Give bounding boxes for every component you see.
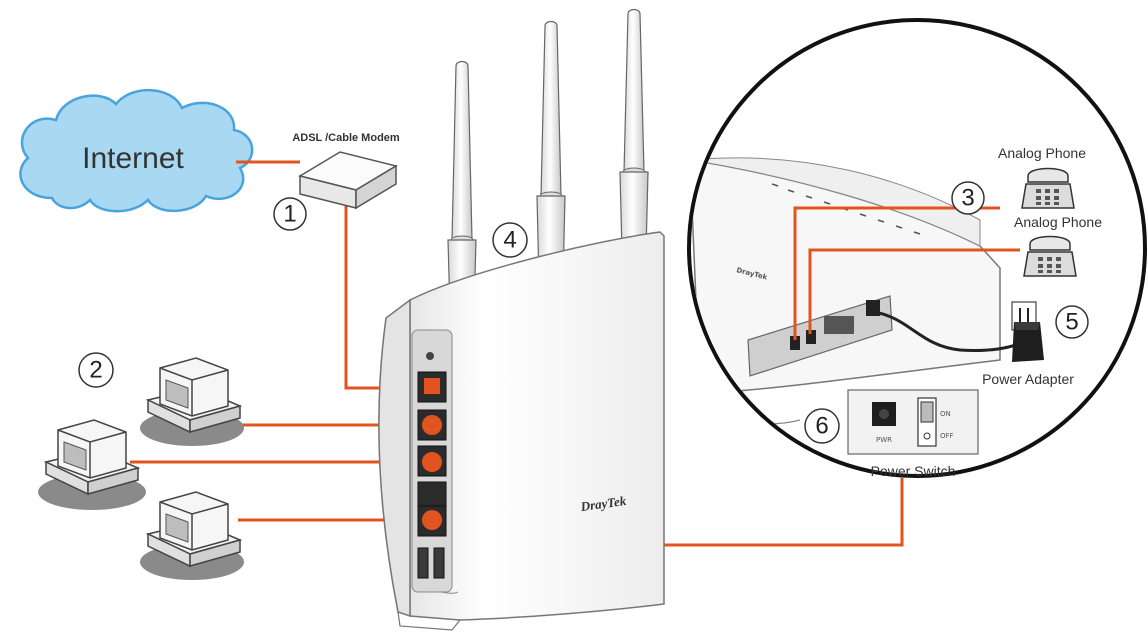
analog-phone-label-1: Analog Phone	[998, 145, 1086, 161]
computer-icon	[38, 419, 146, 510]
analog-phone-label-2: Analog Phone	[1014, 214, 1102, 230]
router-icon: DrayTek	[378, 8, 665, 631]
callout-6: 6	[804, 408, 840, 444]
power-adapter: Power Adapter	[982, 301, 1074, 387]
phone-icon	[1021, 167, 1075, 209]
phone-icon	[1023, 235, 1077, 277]
callout-2-number: 2	[89, 357, 102, 384]
pwr-label: PWR	[876, 436, 892, 444]
internet-cloud: Internet	[19, 89, 254, 213]
computer-1	[140, 357, 244, 446]
router-brand-text: DrayTek	[579, 493, 628, 514]
computer-3	[140, 491, 244, 580]
callout-2: 2	[78, 352, 114, 388]
switch-on-label: ON	[940, 410, 951, 418]
power-adapter-icon	[1011, 301, 1044, 362]
internet-label: Internet	[82, 142, 184, 175]
modem: ADSL /Cable Modem	[292, 132, 400, 210]
callout-6-number: 6	[815, 413, 828, 440]
callout-3-number: 3	[961, 185, 974, 212]
computer-icon	[140, 357, 244, 446]
analog-phone-2: Analog Phone	[1014, 214, 1102, 277]
power-adapter-label: Power Adapter	[982, 371, 1074, 387]
callout-5-number: 5	[1065, 309, 1078, 336]
switch-off-label: OFF	[940, 432, 954, 440]
power-switch-icon: PWR ON OFF	[847, 389, 979, 455]
modem-icon	[298, 151, 398, 210]
computer-icon	[140, 491, 244, 580]
callout-1: 1	[273, 197, 307, 231]
router-to-zoom-cable	[592, 478, 904, 547]
callout-5: 5	[1055, 305, 1089, 339]
power-switch: PWR ON OFF Power Switch	[847, 389, 979, 479]
router: DrayTek	[378, 8, 665, 631]
callout-1-number: 1	[283, 201, 296, 228]
power-switch-label: Power Switch	[871, 463, 956, 479]
callout-3: 3	[951, 181, 985, 215]
cloud-icon	[19, 89, 254, 213]
analog-phone-1: Analog Phone	[998, 145, 1086, 209]
callout-4-number: 4	[503, 227, 516, 254]
modem-label: ADSL /Cable Modem	[292, 132, 400, 144]
zoom-inset: DrayTek	[687, 18, 1147, 478]
callout-4: 4	[492, 222, 528, 258]
computer-2	[38, 419, 146, 510]
